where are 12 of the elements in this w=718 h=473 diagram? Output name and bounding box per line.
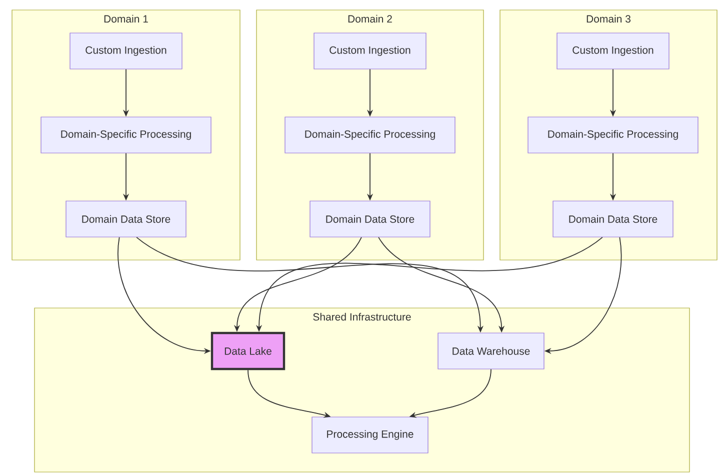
process-box: Data Warehouse — [438, 332, 544, 370]
process-box: Custom Ingestion — [556, 32, 670, 70]
process-box: Processing Engine — [312, 416, 428, 454]
process-box: Domain Data Store — [552, 200, 674, 238]
process-box: Domain-Specific Processing — [528, 116, 698, 154]
process-box: Domain Data Store — [66, 200, 186, 238]
process-box: Data Lake — [210, 332, 286, 370]
process-box: Domain Data Store — [310, 200, 430, 238]
process-box: Domain-Specific Processing — [40, 116, 212, 154]
process-box: Custom Ingestion — [70, 32, 182, 70]
process-box: Domain-Specific Processing — [284, 116, 456, 154]
process-box: Custom Ingestion — [314, 32, 426, 70]
